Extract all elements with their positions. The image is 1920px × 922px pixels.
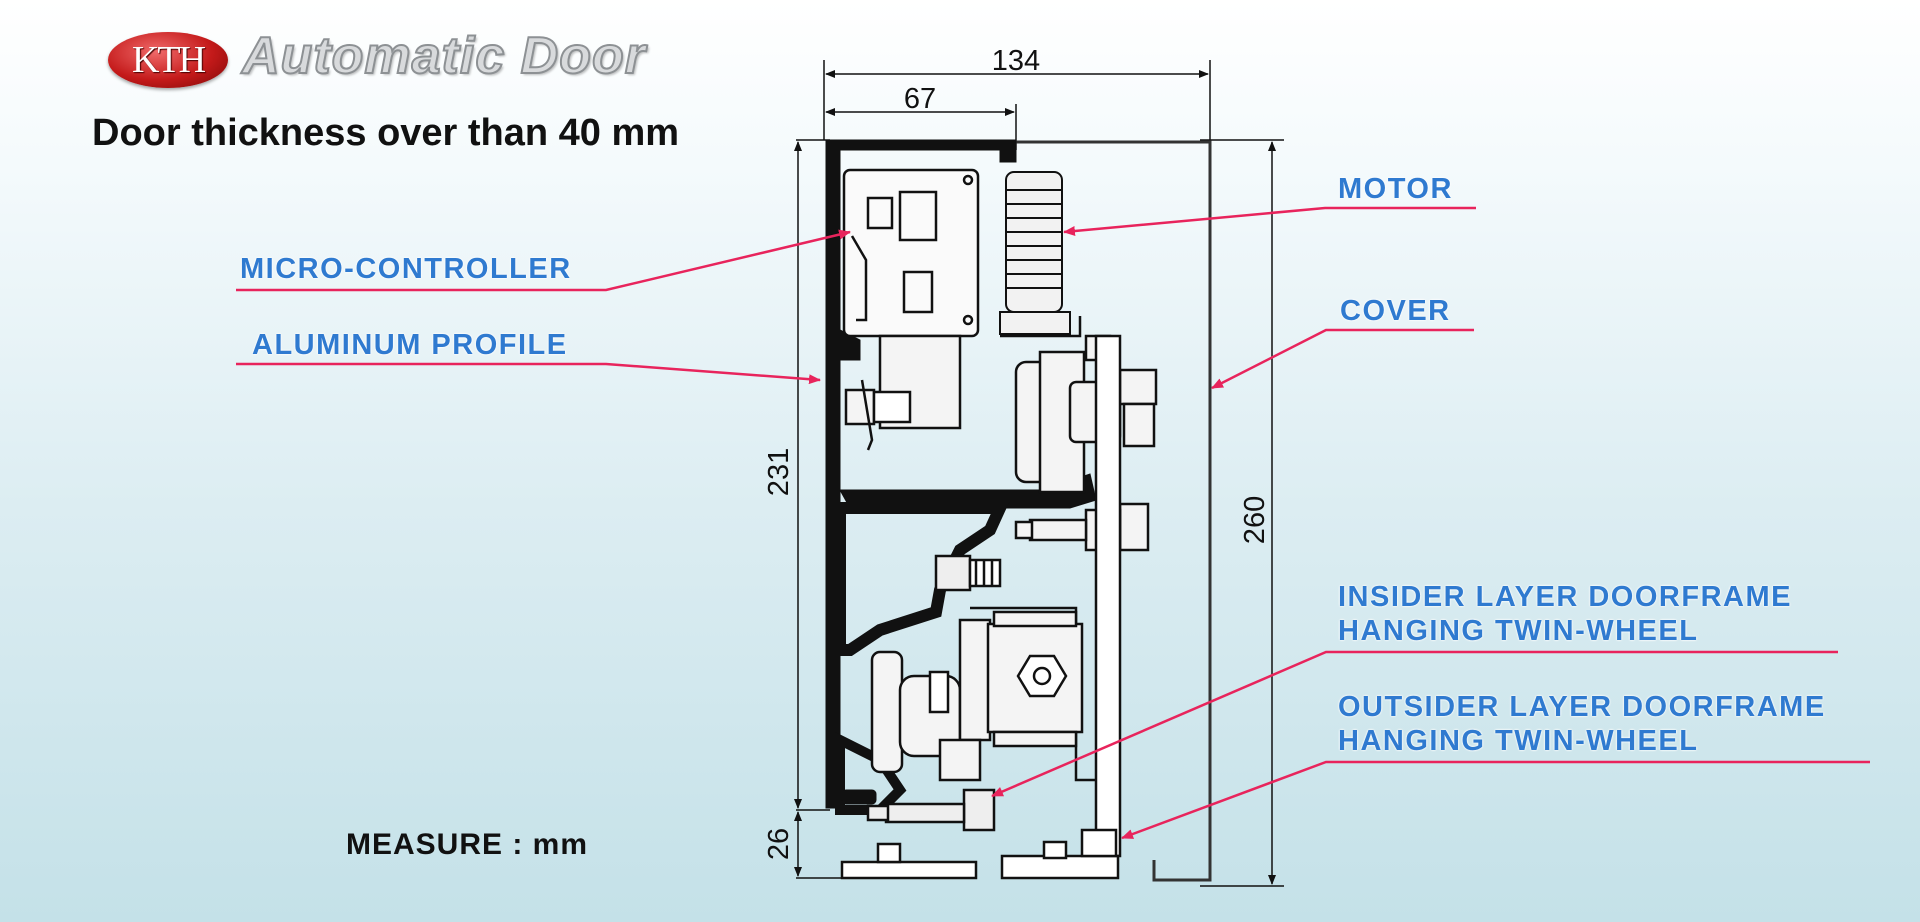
dim-231: 231 (763, 448, 795, 496)
dim-26: 26 (763, 828, 795, 860)
cover-label: COVER (1340, 295, 1451, 327)
dim-260: 260 (1239, 496, 1271, 544)
base-plates (840, 828, 1120, 880)
motor-gear (999, 171, 1071, 335)
measure-note: MEASURE : mm (346, 828, 589, 861)
page-title: Door thickness over than 40 mm (92, 112, 680, 154)
bolts (866, 554, 1002, 832)
aluminum-profile-callout (236, 362, 821, 385)
kth-logo: KTH (108, 32, 228, 88)
automatic-door-wordmark: Automatic Door (241, 26, 646, 86)
aluminum-profile-label: ALUMINUM PROFILE (252, 329, 568, 361)
motor-callout (1063, 206, 1476, 236)
cover-callout (1211, 328, 1474, 390)
kth-logo-mark: KTH (131, 39, 206, 81)
outsider-wheel-label-line2: HANGING TWIN-WHEEL (1338, 725, 1699, 757)
motor-label: MOTOR (1338, 173, 1453, 205)
micro-controller-callout (236, 229, 851, 292)
insider-wheel-callout (991, 650, 1838, 798)
micro-controller-label: MICRO-CONTROLLER (240, 253, 572, 285)
micro-controller-box (842, 168, 980, 338)
dim-134: 134 (992, 45, 1040, 77)
cover-outline (1000, 140, 1212, 882)
outsider-wheel-label-line1: OUTSIDER LAYER DOORFRAME (1338, 691, 1826, 723)
dim-67: 67 (904, 83, 936, 115)
lower-wheel-assembly (870, 610, 1084, 782)
insider-wheel-label-line1: INSIDER LAYER DOORFRAME (1338, 581, 1792, 613)
outsider-wheel-callout (1121, 760, 1870, 840)
insider-wheel-label-line2: HANGING TWIN-WHEEL (1338, 615, 1699, 647)
callout-lines (236, 206, 1870, 840)
dimension-lines (794, 60, 1284, 887)
